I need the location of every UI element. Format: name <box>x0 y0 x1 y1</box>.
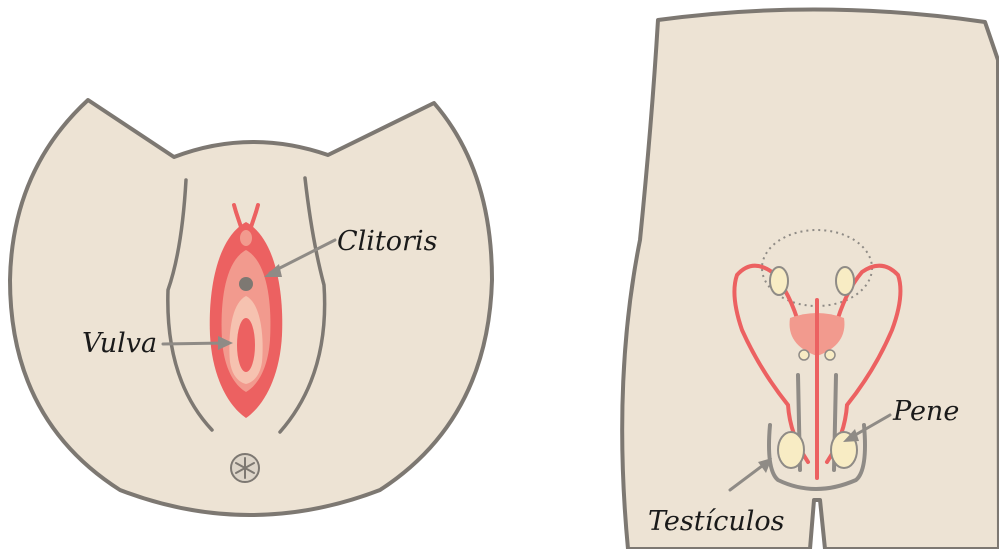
clitoris-label: Clitoris <box>337 226 437 257</box>
testiculos-label: Testículos <box>648 506 785 537</box>
left-seminal-vesicle <box>770 267 788 295</box>
vaginal-opening <box>237 318 255 372</box>
male-body <box>622 9 999 549</box>
female-figure: Clitoris Vulva <box>10 100 492 515</box>
vulva-label: Vulva <box>82 328 157 359</box>
left-bulbourethral-gland <box>799 350 809 360</box>
right-seminal-vesicle <box>836 267 854 295</box>
right-bulbourethral-gland <box>825 350 835 360</box>
clitoral-hood <box>240 230 252 246</box>
clitoris-glans <box>239 277 253 291</box>
male-figure: Pene Testículos <box>622 9 999 549</box>
asterisk-icon <box>231 454 259 482</box>
pene-label: Pene <box>892 396 959 427</box>
left-testicle <box>778 432 804 468</box>
